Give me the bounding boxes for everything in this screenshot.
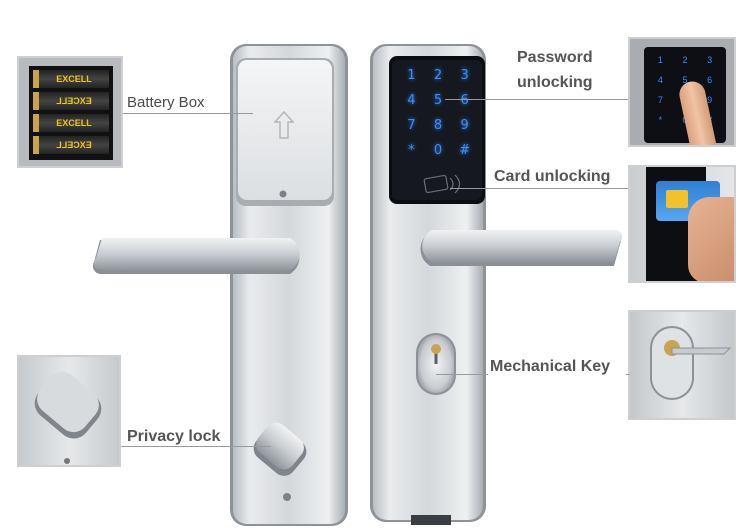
hand-image: [688, 197, 734, 281]
keypad-key[interactable]: 1: [407, 68, 416, 83]
keypad: 1 2 3 4 5 6 7 8 9 * 0 #: [398, 68, 478, 168]
mechanical-key-label: Mechanical Key: [490, 358, 611, 375]
battery: EXCELL: [33, 70, 109, 88]
mechanical-key-leader-right: [626, 374, 630, 375]
inset-keypad-key: 5: [682, 75, 688, 85]
password-leader: [445, 99, 628, 100]
keypad-key[interactable]: 0: [433, 143, 443, 158]
password-unlocking-label-line2: unlocking: [517, 74, 593, 91]
back-lever-handle: [92, 238, 300, 274]
keypad-key[interactable]: 3: [460, 68, 469, 83]
inset-keypad-key: 1: [657, 55, 663, 65]
battery-box-inset: EXCELL EXCELL EXCELL EXCELL: [17, 56, 123, 168]
inset-keypad-key: 4: [657, 75, 663, 85]
keypad-key[interactable]: 5: [433, 93, 443, 108]
mechanical-key-leader-left: [436, 374, 488, 375]
inset-keypad-key: 2: [682, 55, 688, 65]
password-unlocking-label-line1: Password: [517, 49, 593, 66]
privacy-knob-closeup: [34, 371, 102, 464]
keypad-key[interactable]: 7: [407, 118, 416, 133]
battery: EXCELL: [33, 114, 109, 132]
key-cylinder: [416, 333, 456, 395]
inset-keypad-key: 9: [707, 95, 713, 105]
battery-box-leader: [123, 113, 253, 114]
card-inset: [628, 165, 736, 283]
privacy-knob: [253, 422, 307, 476]
front-lock-panel: [370, 44, 486, 525]
card-unlocking-label: Card unlocking: [494, 168, 611, 185]
privacy-lock-inset: [17, 355, 121, 467]
privacy-lock-label: Privacy lock: [127, 428, 221, 445]
key-closeup: [650, 326, 732, 400]
password-inset: 1 2 3 4 5 6 7 8 9 * 0 #: [628, 37, 736, 147]
card-leader: [450, 188, 628, 189]
inset-keypad-key: 3: [707, 55, 713, 65]
keypad-key[interactable]: 8: [433, 118, 443, 133]
keypad-key[interactable]: *: [408, 143, 415, 158]
keypad-key[interactable]: 6: [460, 93, 469, 108]
front-lever-handle: [420, 229, 623, 266]
privacy-lock-leader: [121, 446, 271, 447]
keypad-key[interactable]: 2: [433, 68, 443, 83]
keypad-key[interactable]: 9: [460, 118, 469, 133]
battery: EXCELL: [33, 136, 109, 154]
battery-box-label: Battery Box: [127, 94, 205, 111]
inset-keypad-key: *: [658, 115, 663, 125]
keypad-key[interactable]: 4: [407, 93, 416, 108]
inset-keypad-key: 6: [707, 75, 713, 85]
keypad-key[interactable]: #: [459, 143, 471, 158]
battery: EXCELL: [33, 92, 109, 110]
inset-keypad-key: 7: [657, 95, 663, 105]
mechanical-key-inset: [628, 310, 736, 420]
back-lock-panel: [230, 44, 348, 526]
